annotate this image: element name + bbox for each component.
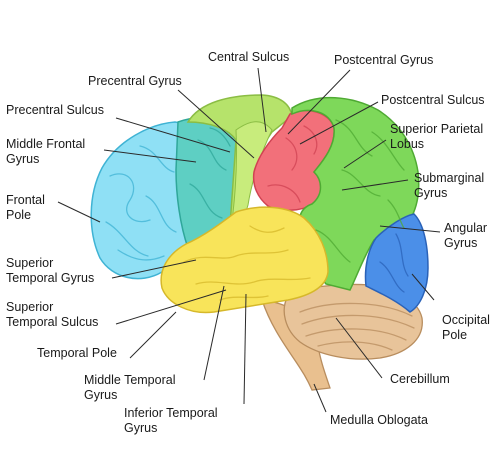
cerebellum-folds — [299, 302, 415, 351]
label-line: Submarginal — [414, 171, 485, 185]
label-line: Superior — [6, 256, 54, 270]
label-line: Gyrus — [414, 186, 448, 200]
label-line: Superior — [6, 300, 54, 314]
label-line: Occipital — [442, 313, 490, 327]
label-line: Superior Parietal — [390, 122, 484, 136]
label-frontal-pole: Frontal Pole — [6, 193, 45, 223]
leader-lines — [57, 67, 441, 413]
occipital-grooves — [379, 233, 409, 293]
label-line: Lobus — [390, 137, 425, 151]
label-superior-temporal-sulcus: Superior Temporal Sulcus — [6, 300, 98, 330]
postcentral-grooves — [267, 125, 318, 203]
label-line: Temporal Gyrus — [6, 271, 95, 285]
cerebellum-region — [283, 283, 423, 360]
frontal-grooves — [105, 145, 177, 261]
occipital-region — [364, 213, 429, 313]
label-line: Frontal — [6, 193, 45, 207]
label-cerebillum: Cerebillum — [390, 372, 450, 386]
temporal-region — [160, 206, 329, 314]
label-middle-temporal-gyrus: Middle Temporal Gyrus — [84, 373, 175, 403]
label-precentral-gyrus: Precentral Gyrus — [88, 74, 182, 88]
parietal-grooves — [315, 119, 405, 263]
label-medulla-oblogata: Medulla Oblogata — [330, 413, 428, 427]
label-line: Pole — [6, 208, 32, 222]
label-line: Middle Frontal — [6, 137, 86, 151]
label-superior-temporal-gyrus: Superior Temporal Gyrus — [6, 256, 94, 286]
middle-frontal-grooves — [189, 127, 231, 219]
label-inferior-temporal-gyrus: Inferior Temporal Gyrus — [124, 406, 218, 436]
label-line: Pole — [442, 328, 468, 342]
label-line: Inferior Temporal — [124, 406, 218, 420]
label-central-sulcus: Central Sulcus — [208, 50, 290, 64]
label-precentral-sulcus: Precentral Sulcus — [6, 103, 104, 117]
label-line: Angular — [444, 221, 488, 235]
label-postcentral-sulcus: Postcentral Sulcus — [381, 93, 485, 107]
label-occipital-pole: Occipital Pole — [442, 313, 490, 343]
label-postcentral-gyrus: Postcentral Gyrus — [334, 53, 434, 67]
label-line: Gyrus — [124, 421, 158, 435]
label-submarginal-gyrus: Submarginal Gyrus — [414, 171, 484, 201]
label-line: Temporal Sulcus — [6, 315, 99, 329]
label-middle-frontal-gyrus: Middle Frontal Gyrus — [6, 137, 85, 167]
label-line: Gyrus — [6, 152, 40, 166]
temporal-grooves — [183, 225, 311, 301]
label-line: Gyrus — [84, 388, 118, 402]
label-line: Middle Temporal — [84, 373, 176, 387]
label-temporal-pole: Temporal Pole — [37, 346, 117, 360]
label-superior-parietal-lobus: Superior Parietal Lobus — [390, 122, 483, 152]
label-line: Gyrus — [444, 236, 478, 250]
label-angular-gyrus: Angular Gyrus — [444, 221, 487, 251]
